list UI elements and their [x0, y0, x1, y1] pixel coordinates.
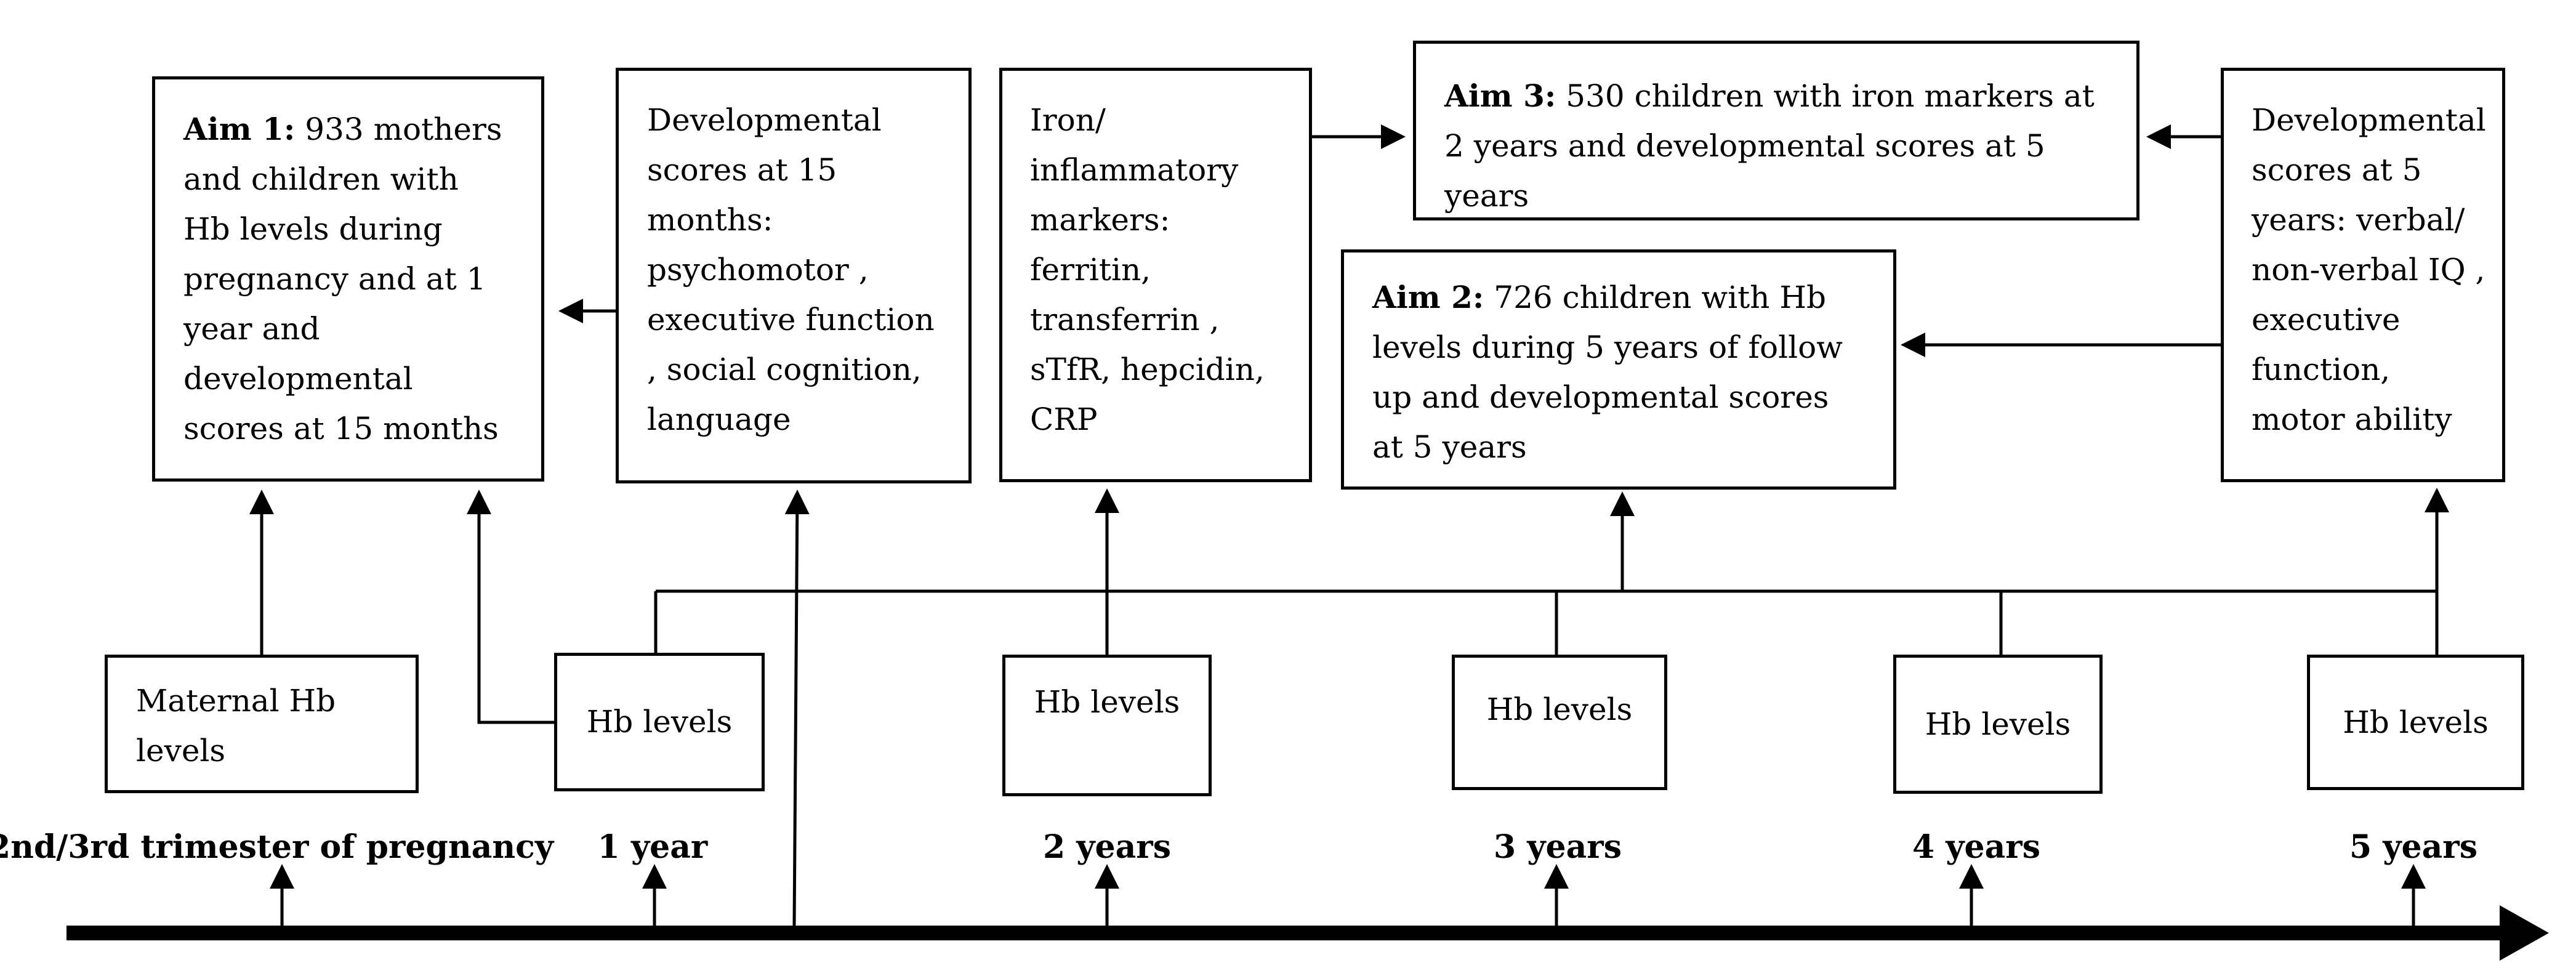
hb-1-year-box: Hb levels	[554, 653, 765, 791]
aim2-text: 726 children with Hb levels during 5 yea…	[1372, 280, 1843, 465]
aim3-text: 530 children with iron markers at 2 year…	[1444, 78, 2095, 214]
timeline-label-4-years: 4 years	[1912, 828, 2040, 866]
aim3-lead: Aim 3:	[1444, 78, 1556, 114]
hb-2-years-text: Hb levels	[1034, 684, 1180, 720]
timeline-label-5-years: 5 years	[2349, 828, 2477, 866]
aim1-text: 933 mothers and children with Hb levels …	[183, 111, 502, 446]
iron-markers-text: Iron/ inflammatory markers: ferritin, tr…	[1030, 102, 1265, 437]
dev15-text: Developmental scores at 15 months: psych…	[647, 102, 935, 437]
iron-markers-box: Iron/ inflammatory markers: ferritin, tr…	[999, 68, 1312, 482]
hb-1-year-text: Hb levels	[586, 704, 733, 740]
dev5-box: Developmental scores at 5 years: verbal/…	[2221, 68, 2505, 482]
aim3-box: Aim 3: 530 children with iron markers at…	[1413, 41, 2139, 220]
timeline-label-2-years: 2 years	[1043, 828, 1171, 866]
dev15-box: Developmental scores at 15 months: psych…	[616, 68, 972, 483]
time-axis-arrowhead-icon	[2500, 905, 2549, 961]
timeline-label-1-year: 1 year	[597, 828, 708, 866]
timeline-label-3-years: 3 years	[1494, 828, 1622, 866]
maternal-hb-text: Maternal Hb levels	[136, 683, 336, 769]
aim2-lead: Aim 2:	[1372, 279, 1484, 315]
hb-5-years-text: Hb levels	[2343, 704, 2489, 740]
dev5-text: Developmental scores at 5 years: verbal/…	[2252, 102, 2486, 437]
hb-3-years-text: Hb levels	[1486, 692, 1633, 727]
hb-3-years-box: Hb levels	[1452, 655, 1667, 790]
hb-5-years-box: Hb levels	[2307, 655, 2524, 790]
aim2-box: Aim 2: 726 children with Hb levels durin…	[1341, 249, 1896, 490]
aim1-box: Aim 1: 933 mothers and children with Hb …	[152, 76, 544, 482]
axis-to-dev15-arrow	[784, 490, 810, 926]
aim1-lead: Aim 1:	[183, 111, 296, 147]
timeline-label-pregnancy: 2nd/3rd trimester of pregnancy	[0, 828, 554, 866]
maternal-hb-box: Maternal Hb levels	[105, 655, 419, 793]
hb1-to-aim1-arrow	[467, 490, 556, 724]
hb-4-years-box: Hb levels	[1893, 655, 2103, 794]
hb-2-years-box: Hb levels	[1002, 655, 1212, 796]
hb-4-years-text: Hb levels	[1925, 706, 2071, 742]
